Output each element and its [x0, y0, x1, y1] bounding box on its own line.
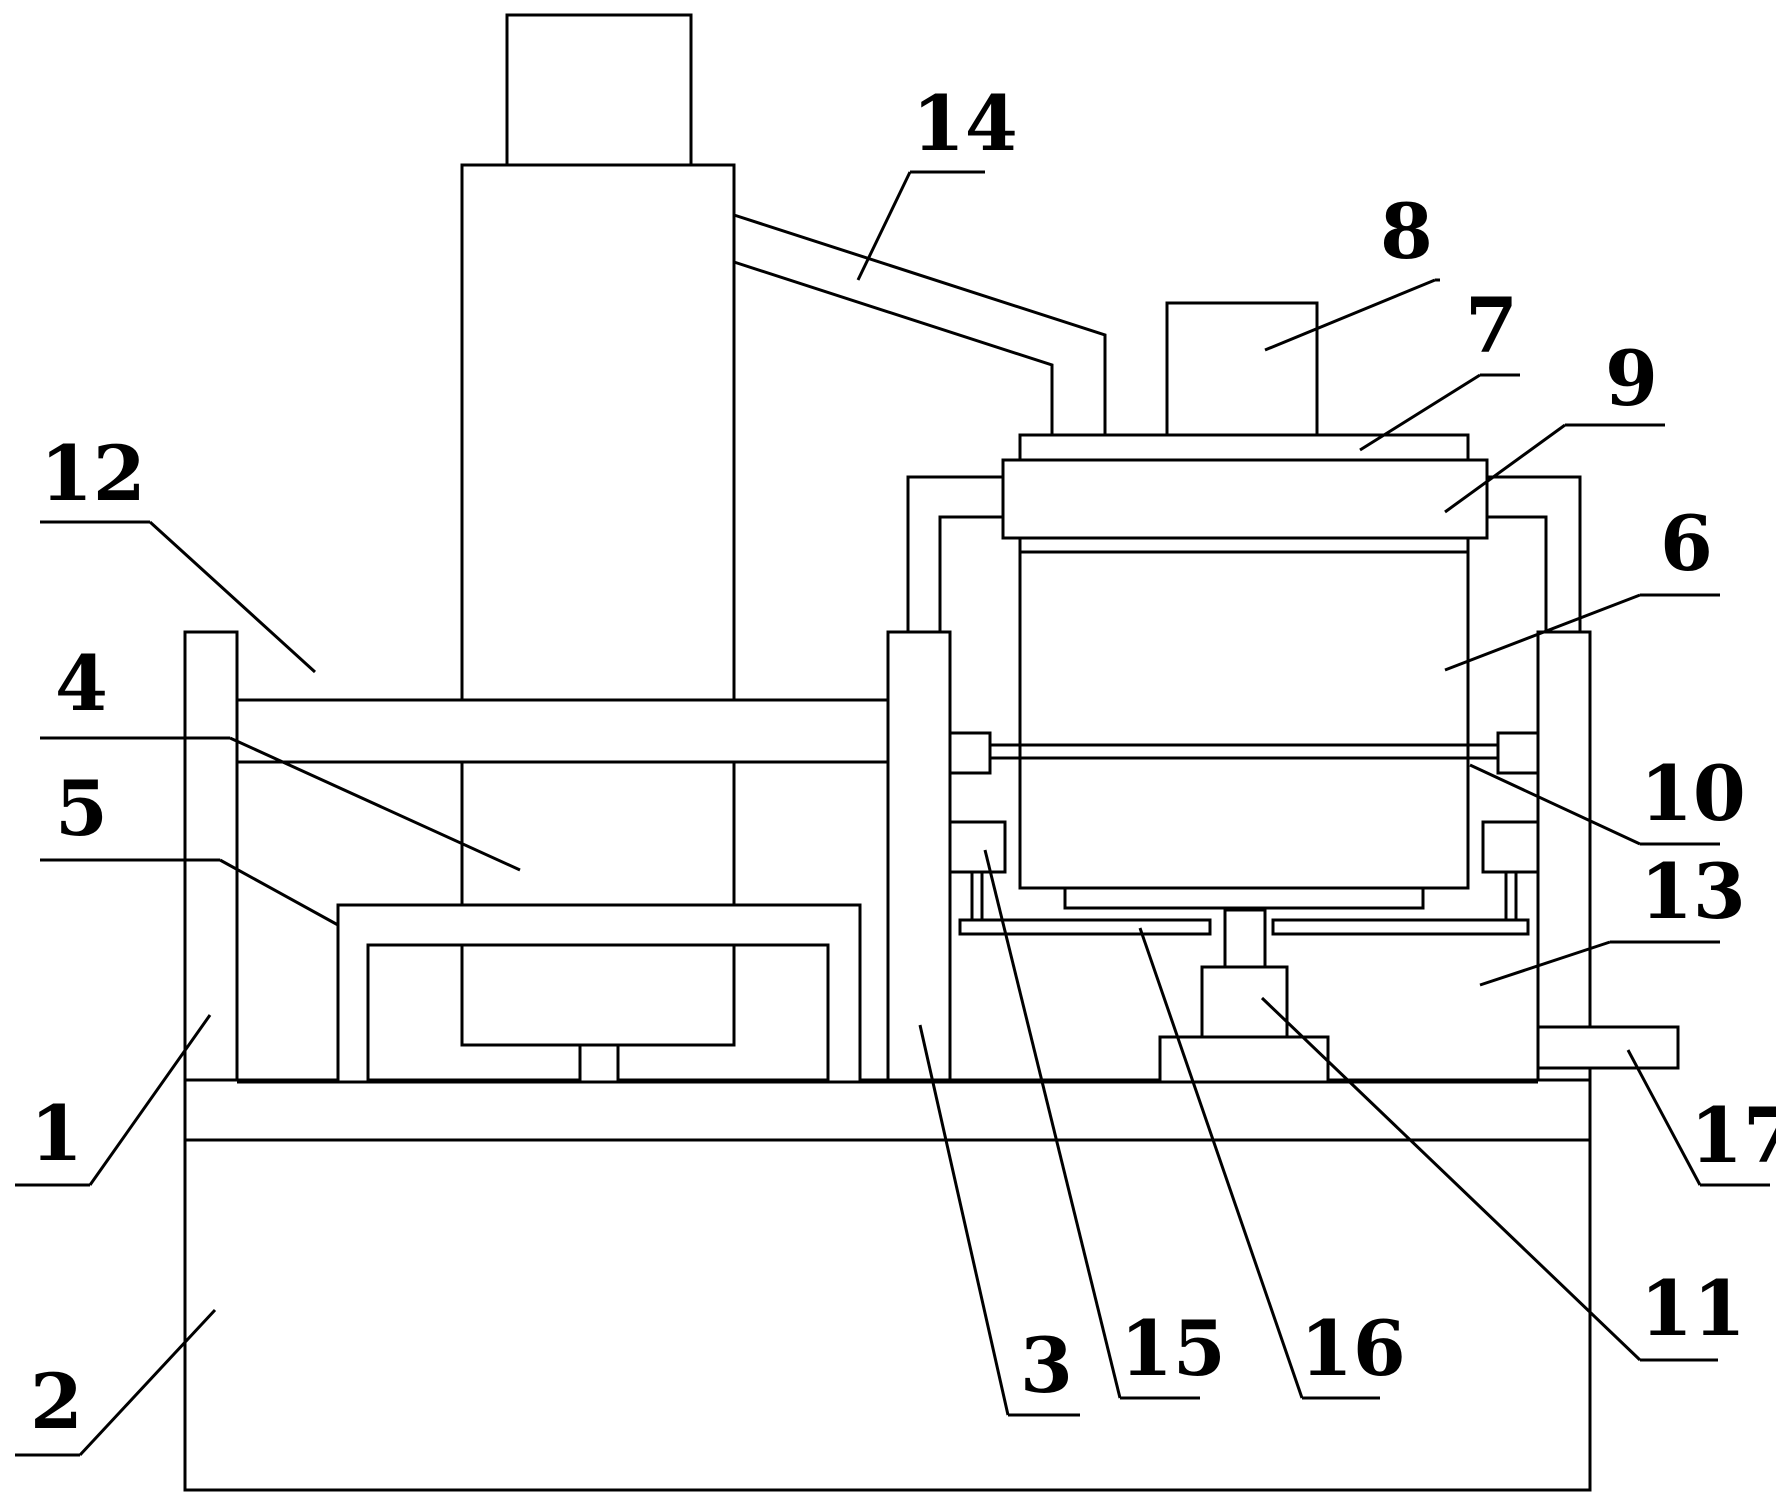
- right-slider: [1481, 820, 1540, 920]
- base-cabinet: [183, 1138, 1592, 1492]
- callout-9: 9: [1605, 334, 1658, 423]
- callout-8: 8: [1380, 187, 1433, 276]
- middle-post: [886, 630, 952, 1082]
- callout-11: 11: [1640, 1264, 1746, 1353]
- left-slider: [948, 820, 1007, 920]
- callout-4: 4: [55, 639, 108, 728]
- callout-12: 12: [40, 429, 146, 518]
- lid: [1001, 458, 1489, 540]
- callout-1: 1: [30, 1089, 83, 1178]
- inner-frame: [336, 903, 862, 1084]
- motor: [1165, 301, 1319, 437]
- callout-17: 17: [1690, 1091, 1776, 1180]
- callout-2: 2: [30, 1357, 83, 1446]
- callout-16: 16: [1300, 1304, 1406, 1393]
- connecting-pipe: [733, 213, 1107, 435]
- support-tray: [958, 918, 1530, 936]
- callout-13: 13: [1640, 847, 1746, 936]
- left-frame-post: [183, 630, 239, 1082]
- callout-3: 3: [1020, 1321, 1073, 1410]
- horizontal-beam: [235, 698, 890, 764]
- callout-7: 7: [1465, 281, 1518, 370]
- top-plate: [1018, 433, 1470, 462]
- lifting-jack: [1158, 908, 1330, 1084]
- callout-5: 5: [55, 764, 108, 853]
- callout-labels: 1 2 3 4 5 6 7 8 9 10 11 12 13 14 15 16 1…: [30, 79, 1776, 1446]
- tank: [1018, 536, 1470, 910]
- side-pipes: [906, 475, 1582, 632]
- rotating-shaft: [948, 731, 1540, 775]
- callout-14: 14: [912, 79, 1018, 168]
- outlet-pipe: [1536, 1025, 1680, 1070]
- right-post: [1536, 630, 1592, 1082]
- callout-6: 6: [1660, 499, 1713, 588]
- tall-column: [460, 13, 736, 1084]
- base-plate: [183, 1078, 1592, 1142]
- callout-15: 15: [1120, 1304, 1226, 1393]
- leader-lines: [15, 170, 1770, 1457]
- callout-10: 10: [1640, 749, 1746, 838]
